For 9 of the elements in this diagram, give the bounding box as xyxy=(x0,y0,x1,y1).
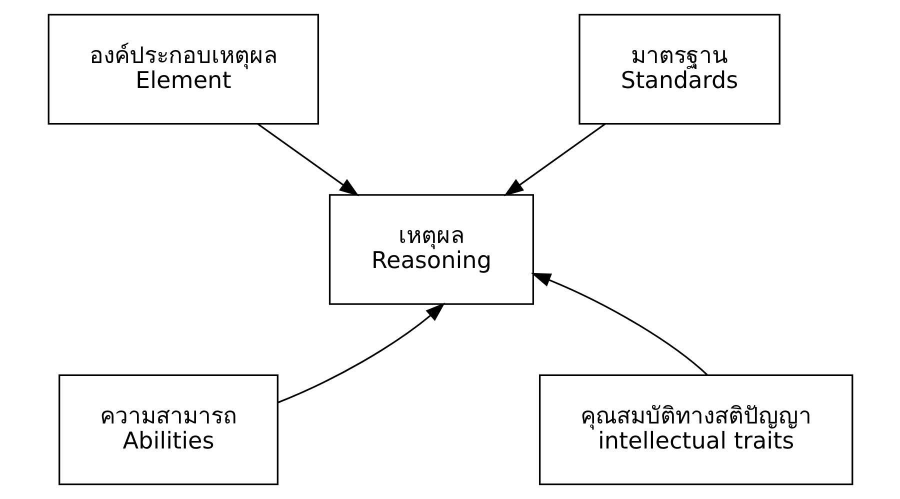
arrow xyxy=(256,123,359,196)
node-box: องค์ประกอบเหตุผล Element xyxy=(47,14,319,125)
node-box: เหตุผล Reasoning xyxy=(328,194,534,305)
arrow xyxy=(277,302,445,404)
node-box: คุณสมบัติทางสติปัญญา intellectual traits xyxy=(538,374,853,486)
node-box: มาตรฐาน Standards xyxy=(578,14,780,125)
arrow xyxy=(530,272,708,376)
node-box: ความสามารถ Abilities xyxy=(58,374,278,486)
arrow xyxy=(503,123,606,196)
